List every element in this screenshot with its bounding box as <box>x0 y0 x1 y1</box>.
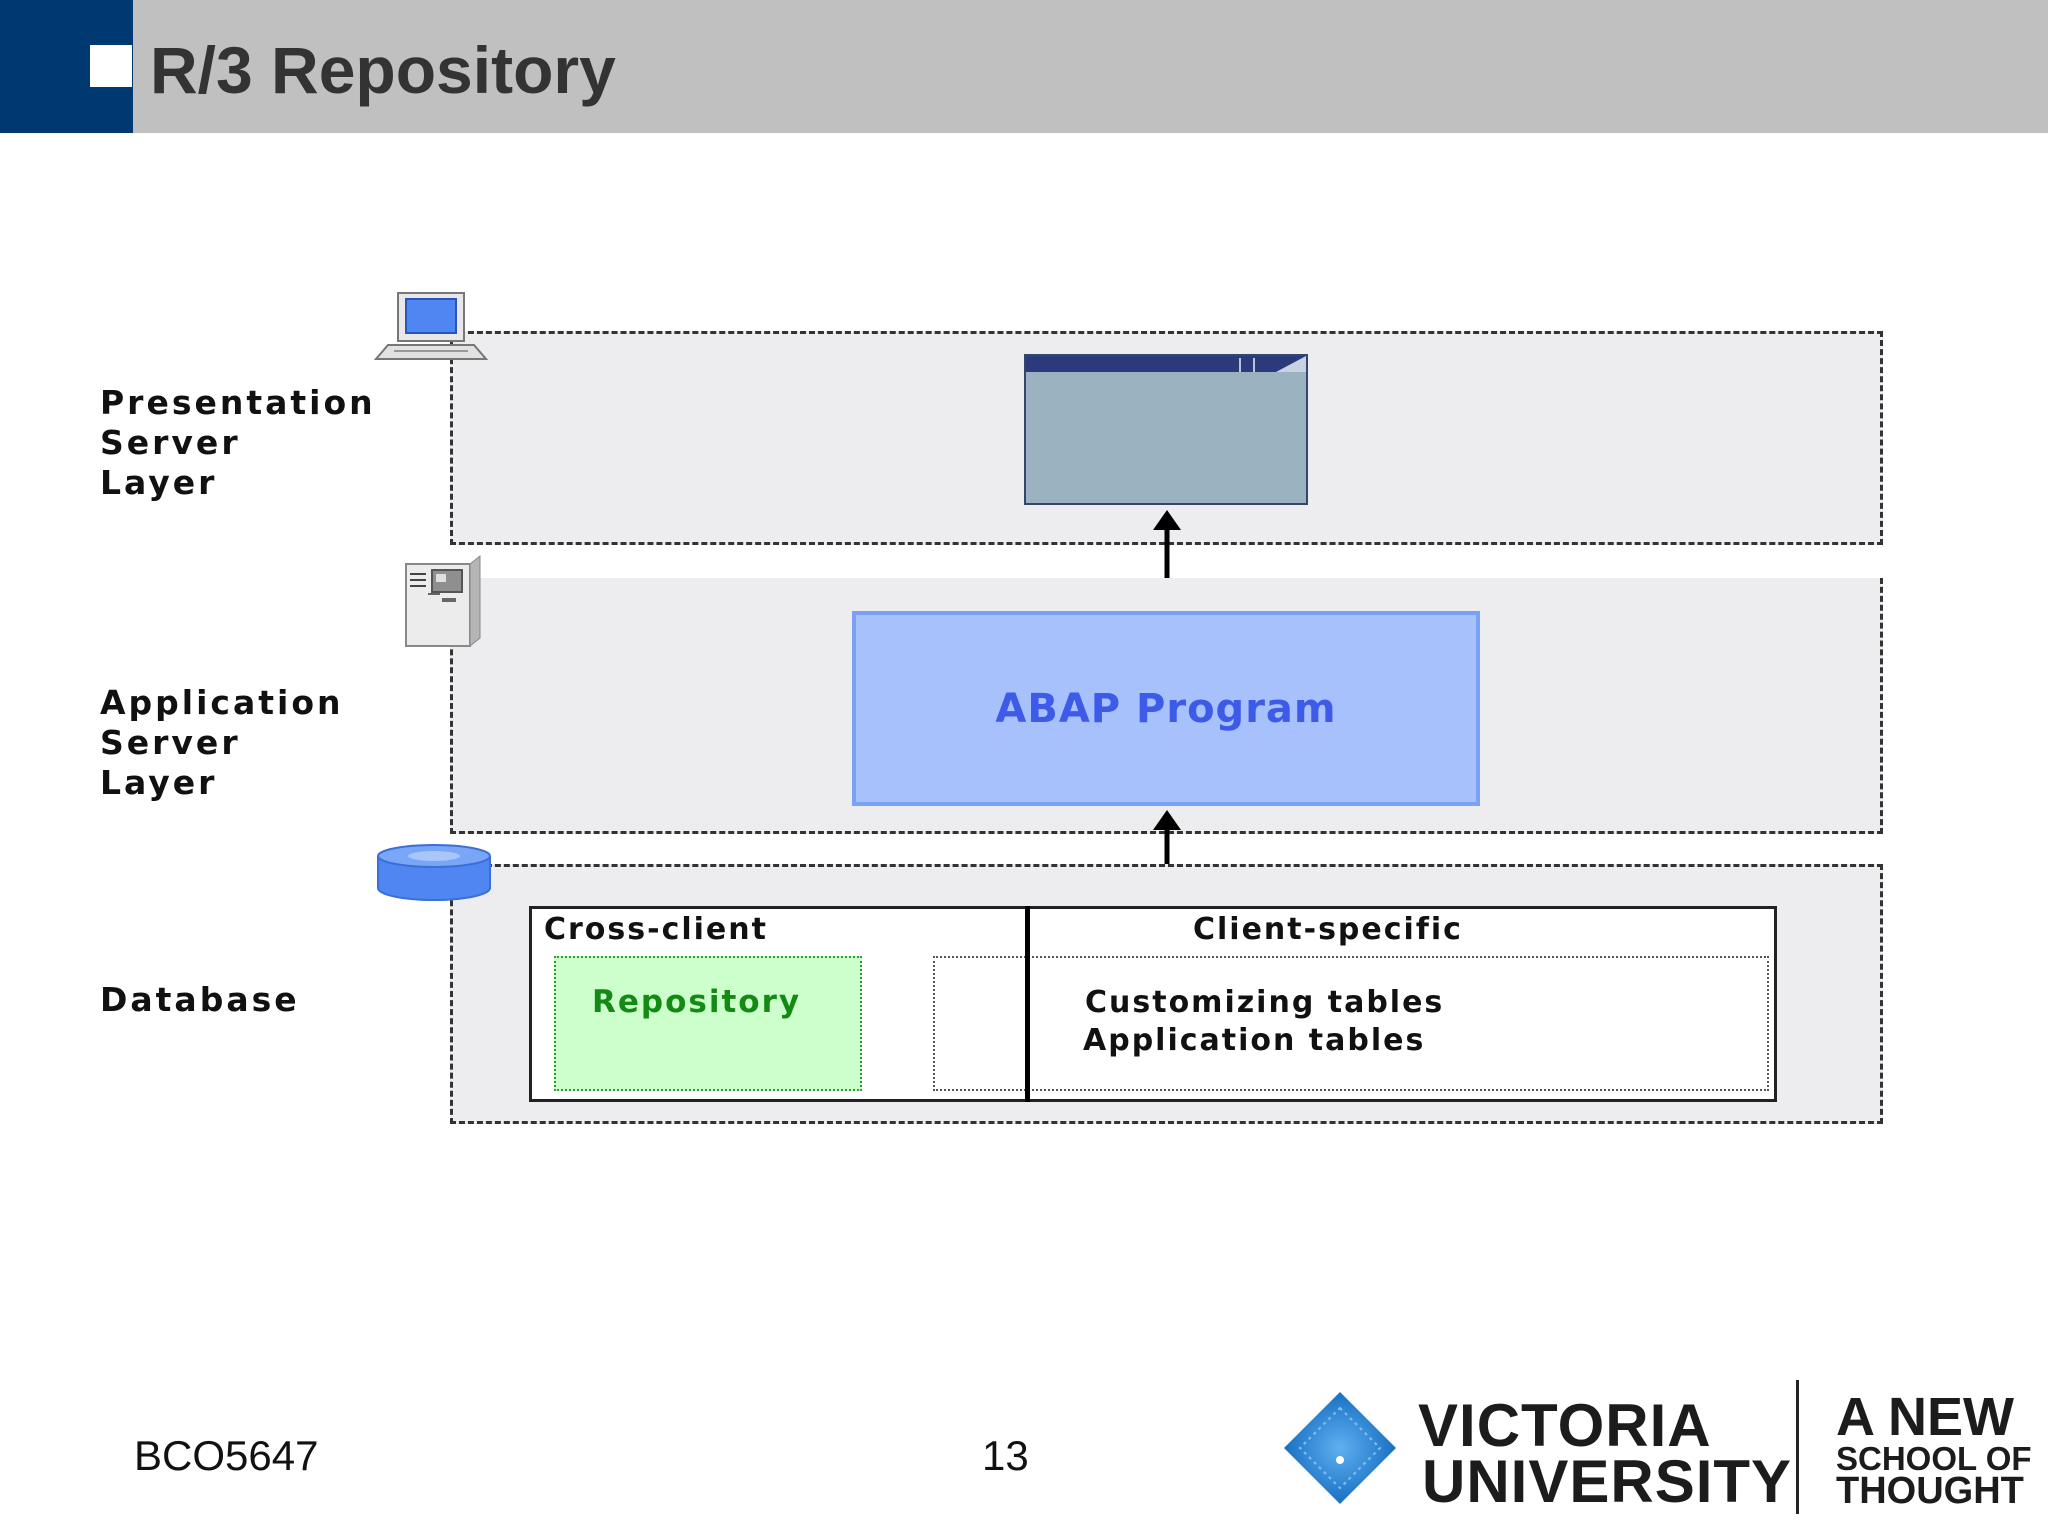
slide-title: R/3 Repository <box>150 33 616 107</box>
page-number: 13 <box>982 1432 1029 1479</box>
database-cylinder-icon <box>377 844 491 901</box>
slogan-line-1: A NEW <box>1836 1387 2014 1447</box>
logo-divider <box>1796 1380 1799 1514</box>
slogan-line-3: THOUGHT <box>1836 1470 2024 1512</box>
window-controls-icon <box>1239 356 1306 372</box>
course-code: BCO5647 <box>134 1432 319 1479</box>
client-line-customizing: Customizing tables <box>1085 985 1445 1020</box>
abap-program-box: ABAP Program <box>852 611 1480 806</box>
cross-client-header: Cross-client <box>544 912 768 947</box>
logo-university-text: UNIVERSITY <box>1422 1448 1793 1515</box>
title-bar <box>0 0 2048 133</box>
application-layer-label: Application Server Layer <box>100 683 344 802</box>
title-bullet-square <box>90 45 132 87</box>
client-specific-area <box>933 956 1769 1091</box>
db-column-divider-front <box>1025 906 1030 1102</box>
logo-victoria-text: VICTORIA <box>1418 1392 1712 1459</box>
repository-box <box>554 956 862 1091</box>
presentation-window <box>1024 354 1308 505</box>
presentation-layer-label: Presentation Server Layer <box>100 383 376 502</box>
workstation-icon <box>374 292 488 360</box>
database-layer-label: Database <box>100 980 300 1019</box>
client-specific-header: Client-specific <box>1193 912 1463 947</box>
window-title-bar <box>1026 356 1306 372</box>
slogan-line-2: SCHOOL OF <box>1836 1440 2032 1477</box>
client-line-application: Application tables <box>1083 1023 1426 1058</box>
repository-label: Repository <box>592 984 802 1020</box>
server-icon <box>405 554 481 648</box>
victoria-diamond-logo-icon <box>1284 1392 1396 1504</box>
abap-program-label: ABAP Program <box>995 685 1337 732</box>
